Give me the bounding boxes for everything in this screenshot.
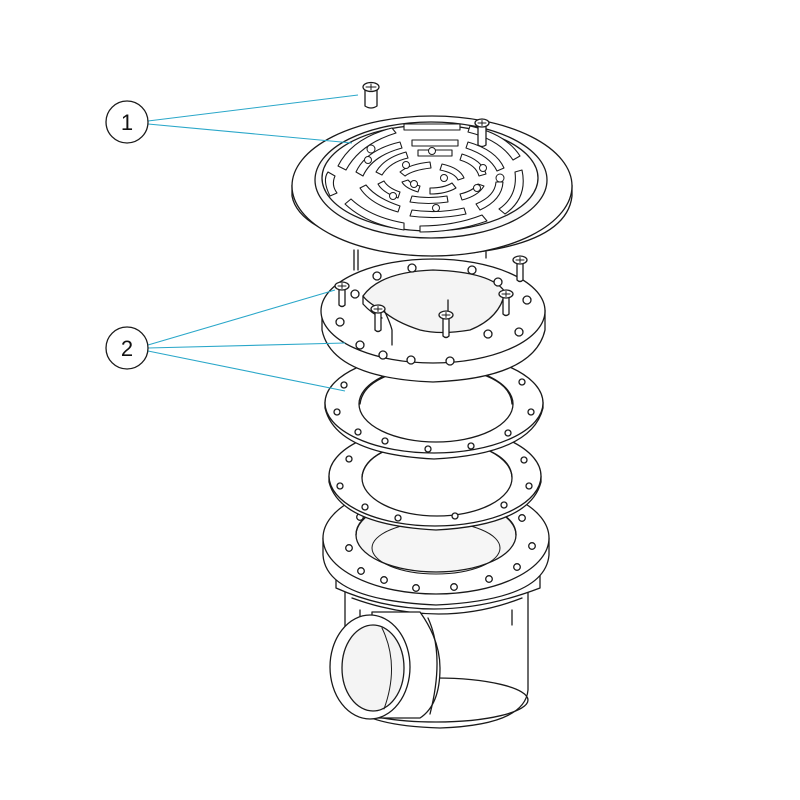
- flange-screws: [334, 255, 528, 339]
- leader-2c: [147, 350, 346, 392]
- gasket-upper: [324, 351, 544, 460]
- callout-number: 1: [121, 110, 133, 135]
- cover-screw-top: [362, 81, 380, 109]
- leader-lines: [147, 94, 359, 392]
- cover-screw-grate: [474, 118, 490, 148]
- callout-circle: [105, 100, 149, 144]
- callout-1: 1: [105, 100, 149, 144]
- leader-1b: [147, 123, 353, 144]
- callout-circle: [105, 326, 149, 370]
- clamping-flange: [320, 258, 546, 383]
- flange-screw-5: [512, 255, 528, 283]
- leader-2a: [147, 289, 336, 346]
- flange-screw-3: [438, 310, 454, 339]
- leader-1a: [147, 94, 359, 122]
- flange-screw-2: [370, 304, 386, 333]
- grate-cover: [291, 115, 573, 271]
- pipe-socket: [329, 611, 441, 720]
- flange-screw-4: [498, 289, 514, 317]
- callout-number: 2: [121, 336, 133, 361]
- cover-screws: [362, 81, 490, 148]
- flange-screw-1: [334, 281, 350, 308]
- leader-2b: [147, 342, 346, 349]
- callout-2: 2: [105, 326, 149, 370]
